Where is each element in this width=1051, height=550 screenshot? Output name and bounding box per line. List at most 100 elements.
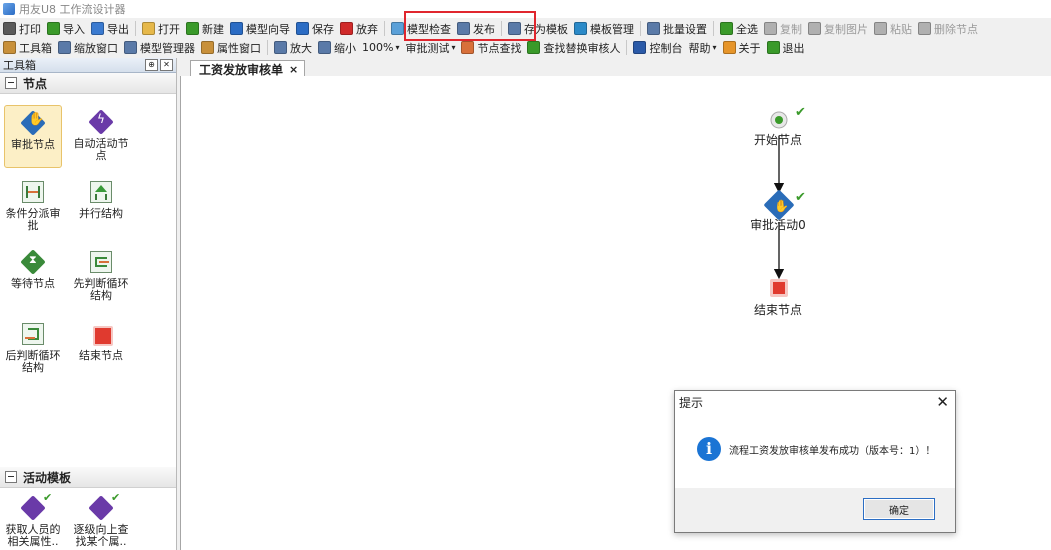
toolbar-button-15[interactable]: 复制图片 xyxy=(805,20,871,38)
toolbar-button-14[interactable]: 复制 xyxy=(761,20,805,38)
discard-icon xyxy=(340,22,353,35)
folder-open-icon xyxy=(142,22,155,35)
svg-text:✋: ✋ xyxy=(774,199,789,213)
about-icon xyxy=(722,41,736,54)
tab-close-icon[interactable]: × xyxy=(289,62,299,76)
toolbar-button-2[interactable]: 导出 xyxy=(88,20,132,38)
toolbar-button-7[interactable]: 放弃 xyxy=(337,20,381,38)
import-icon xyxy=(47,22,60,35)
zoom-window-icon xyxy=(58,41,71,54)
template-manage-icon xyxy=(574,22,587,35)
save-icon xyxy=(296,22,309,35)
select-all-icon xyxy=(720,22,733,35)
collapse-icon[interactable] xyxy=(5,471,17,483)
toolbar-button-label: 缩小 xyxy=(334,41,356,55)
toolbar-button-0[interactable]: 打印 xyxy=(0,20,44,38)
toolbar-button-label: 粘贴 xyxy=(890,22,912,36)
toolbar-button-3[interactable]: 属性窗口 xyxy=(198,39,264,57)
toolbar-button-5[interactable]: 模型向导 xyxy=(227,20,293,38)
publish-icon xyxy=(457,22,470,35)
toolbar-button-6[interactable]: 100%▾ xyxy=(359,39,402,57)
toolbar-button-8[interactable]: 节点查找 xyxy=(458,39,524,57)
tool-end-node[interactable]: 结束节点 xyxy=(72,320,130,362)
approval-node-label[interactable]: 审批活动0 xyxy=(750,218,806,232)
print-icon xyxy=(3,22,16,35)
toolbar-button-label: 导出 xyxy=(107,22,129,36)
tool-post-test-loop[interactable]: 后判断循环结构 xyxy=(4,320,62,374)
toolbar-button-11[interactable]: 帮助▾ xyxy=(685,39,719,57)
start-node-label[interactable]: 开始节点 xyxy=(753,133,802,147)
toolbar-button-6[interactable]: 保存 xyxy=(293,20,337,38)
zoom-out-icon xyxy=(318,41,331,54)
pin-icon[interactable]: ⊕ xyxy=(145,59,158,71)
new-icon xyxy=(186,22,199,35)
section-nodes-header[interactable]: 节点 xyxy=(0,73,176,94)
end-node-icon xyxy=(770,279,788,297)
toolbar-button-17[interactable]: 删除节点 xyxy=(915,20,981,38)
tool-wait-node[interactable]: ⧗ 等待节点 xyxy=(4,248,62,290)
toolbar-button-label: 100% xyxy=(362,41,394,54)
toolbar-button-10[interactable]: 存为模板 xyxy=(505,20,571,38)
toolbar-button-label: 打开 xyxy=(158,22,180,36)
check-icon: ✔ xyxy=(795,190,806,205)
exit-icon xyxy=(766,41,780,54)
template-get-person-attr[interactable]: ✔ 获取人员的相关属性.. xyxy=(4,492,62,548)
toolbar-button-11[interactable]: 模板管理 xyxy=(571,20,637,38)
find-replace-icon xyxy=(527,41,541,54)
template-label: 逐级向上查找某个属.. xyxy=(73,523,129,548)
find-upward-attr-icon: ✔ xyxy=(87,492,120,522)
toolbar-button-label: 工具箱 xyxy=(19,41,52,55)
toolbar-button-12[interactable]: 关于 xyxy=(720,39,764,57)
toolbar-button-13[interactable]: 全选 xyxy=(717,20,761,38)
section-templates-header[interactable]: 活动模板 xyxy=(0,467,176,488)
tool-pre-test-loop[interactable]: 先判断循环结构 xyxy=(72,248,130,302)
toolbar-button-9[interactable]: 发布 xyxy=(454,20,498,38)
toolbar-button-label: 复制图片 xyxy=(824,22,868,36)
toolbar-button-1[interactable]: 导入 xyxy=(44,20,88,38)
tool-label: 条件分派审批 xyxy=(5,207,61,232)
window-title: 用友U8 工作流设计器 xyxy=(19,3,126,16)
toolbar-button-0[interactable]: 工具箱 xyxy=(0,39,55,57)
paste-icon xyxy=(874,22,887,35)
toolbar-button-5[interactable]: 缩小 xyxy=(315,39,359,57)
toolbar-button-label: 关于 xyxy=(738,41,761,55)
collapse-icon[interactable] xyxy=(5,77,17,89)
template-find-upward-attr[interactable]: ✔ 逐级向上查找某个属.. xyxy=(72,492,130,548)
toolbar-button-1[interactable]: 缩放窗口 xyxy=(55,39,121,57)
toolbar-button-label: 属性窗口 xyxy=(217,41,261,55)
end-node-label[interactable]: 结束节点 xyxy=(753,303,802,317)
toolbar-button-label: 模型检查 xyxy=(407,22,451,36)
tool-auto-activity-node[interactable]: ϟ 自动活动节点 xyxy=(72,105,130,162)
tool-label: 并行结构 xyxy=(79,207,123,220)
toolbar-button-13[interactable]: 退出 xyxy=(764,39,808,57)
console-icon xyxy=(633,41,647,54)
tool-parallel-structure[interactable]: 并行结构 xyxy=(72,178,130,220)
toolbar-button-4[interactable]: 新建 xyxy=(183,20,227,38)
tool-conditional-dispatch[interactable]: 条件分派审批 xyxy=(4,178,62,232)
copy-image-icon xyxy=(808,22,821,35)
toolbox-header: 工具箱 ⊕ ✕ xyxy=(0,58,176,73)
tool-label: 先判断循环结构 xyxy=(73,277,129,302)
tab-document[interactable]: 工资发放审核单 × xyxy=(190,60,306,77)
toolbar-button-4[interactable]: 放大 xyxy=(271,39,315,57)
toolbar-button-16[interactable]: 粘贴 xyxy=(871,20,915,38)
close-icon[interactable]: ✕ xyxy=(160,59,173,71)
toolbar-button-label: 模型管理器 xyxy=(140,41,195,55)
ok-button[interactable]: 确定 xyxy=(863,498,935,520)
toolbar-button-7[interactable]: 审批测试▾ xyxy=(402,39,458,57)
tab-label: 工资发放审核单 xyxy=(199,62,284,77)
toolbar-button-2[interactable]: 模型管理器 xyxy=(121,39,198,57)
toolbar-button-3[interactable]: 打开 xyxy=(139,20,183,38)
dialog-close-icon[interactable]: ✕ xyxy=(936,392,949,411)
toolbar-button-9[interactable]: 查找替换审核人 xyxy=(524,39,623,57)
tool-label: 等待节点 xyxy=(11,277,55,290)
toolbar-button-10[interactable]: 控制台 xyxy=(630,39,685,57)
properties-icon xyxy=(201,41,214,54)
save-template-icon xyxy=(508,22,521,35)
toolbar-button-8[interactable]: 模型检查 xyxy=(388,20,454,38)
tool-approval-node[interactable]: ✋ 审批节点 xyxy=(4,105,62,168)
toolbar-button-12[interactable]: 批量设置 xyxy=(644,20,710,38)
model-check-icon xyxy=(391,22,404,35)
toolbar-button-label: 帮助 xyxy=(688,41,711,55)
